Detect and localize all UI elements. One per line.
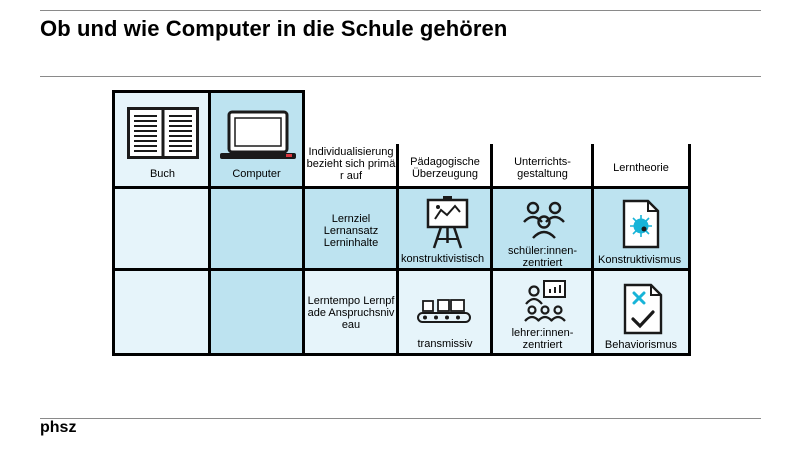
unterricht-row2-text: lehrer:innen-zentriert: [511, 327, 574, 351]
lerntheorie-row1-text: Konstruktivismus: [598, 254, 682, 266]
unterricht-row1-text: schüler:innen-zentriert: [507, 245, 578, 269]
grid-line: [396, 144, 399, 356]
conveyor-belt-icon: [417, 299, 471, 323]
computer-row1-cell: [210, 188, 303, 269]
grid-line: [112, 90, 115, 356]
paedagogik-row2-text: transmissiv: [417, 338, 473, 350]
students-group-icon: [523, 201, 565, 239]
grid-line: [591, 144, 594, 356]
buch-row1-cell: [115, 188, 210, 269]
individualisierung-row2-text: Lerntempo Lernpfade Anspruchsniveau: [307, 295, 395, 331]
document-brain-icon: [622, 199, 660, 249]
book-icon: [127, 107, 199, 159]
slide-title: Ob und wie Computer in die Schule gehöre…: [40, 16, 508, 41]
unterricht-header: Unterrichts-gestaltung: [514, 156, 571, 180]
individualisierung-row2-cell: [305, 271, 397, 354]
paedagogik-row1-text: konstruktivistisch: [401, 253, 485, 265]
grid-line: [490, 144, 493, 356]
grid-line: [112, 186, 691, 189]
title-rule: [40, 76, 761, 77]
individualisierung-header: Individualisierung bezieht sich primär a…: [306, 146, 396, 182]
grid-line: [208, 90, 211, 356]
grid-line: [112, 353, 691, 356]
checklist-clipboard-icon: [623, 283, 663, 335]
computer-row2-cell: [210, 271, 303, 354]
teacher-presentation-icon: [524, 280, 566, 322]
buch-label: Buch: [149, 168, 176, 180]
lerntheorie-row2-text: Behaviorismus: [604, 339, 678, 351]
paedagogik-header: Pädagogische Überzeugung: [410, 156, 480, 180]
laptop-icon: [220, 110, 296, 159]
computer-label: Computer: [232, 168, 281, 180]
individualisierung-row1-cell: [305, 188, 397, 269]
top-rule: [40, 10, 761, 11]
grid-line: [688, 144, 691, 356]
lerntheorie-header: Lerntheorie: [613, 162, 669, 174]
phsz-logo: phsz: [40, 419, 77, 436]
easel-icon: [426, 196, 469, 249]
grid-line: [302, 90, 305, 356]
footer-rule: [40, 418, 761, 419]
individualisierung-row1-text: Lernziel Lernansatz Lerninhalte: [323, 213, 379, 249]
grid-line: [112, 268, 691, 271]
buch-row2-cell: [115, 271, 210, 354]
